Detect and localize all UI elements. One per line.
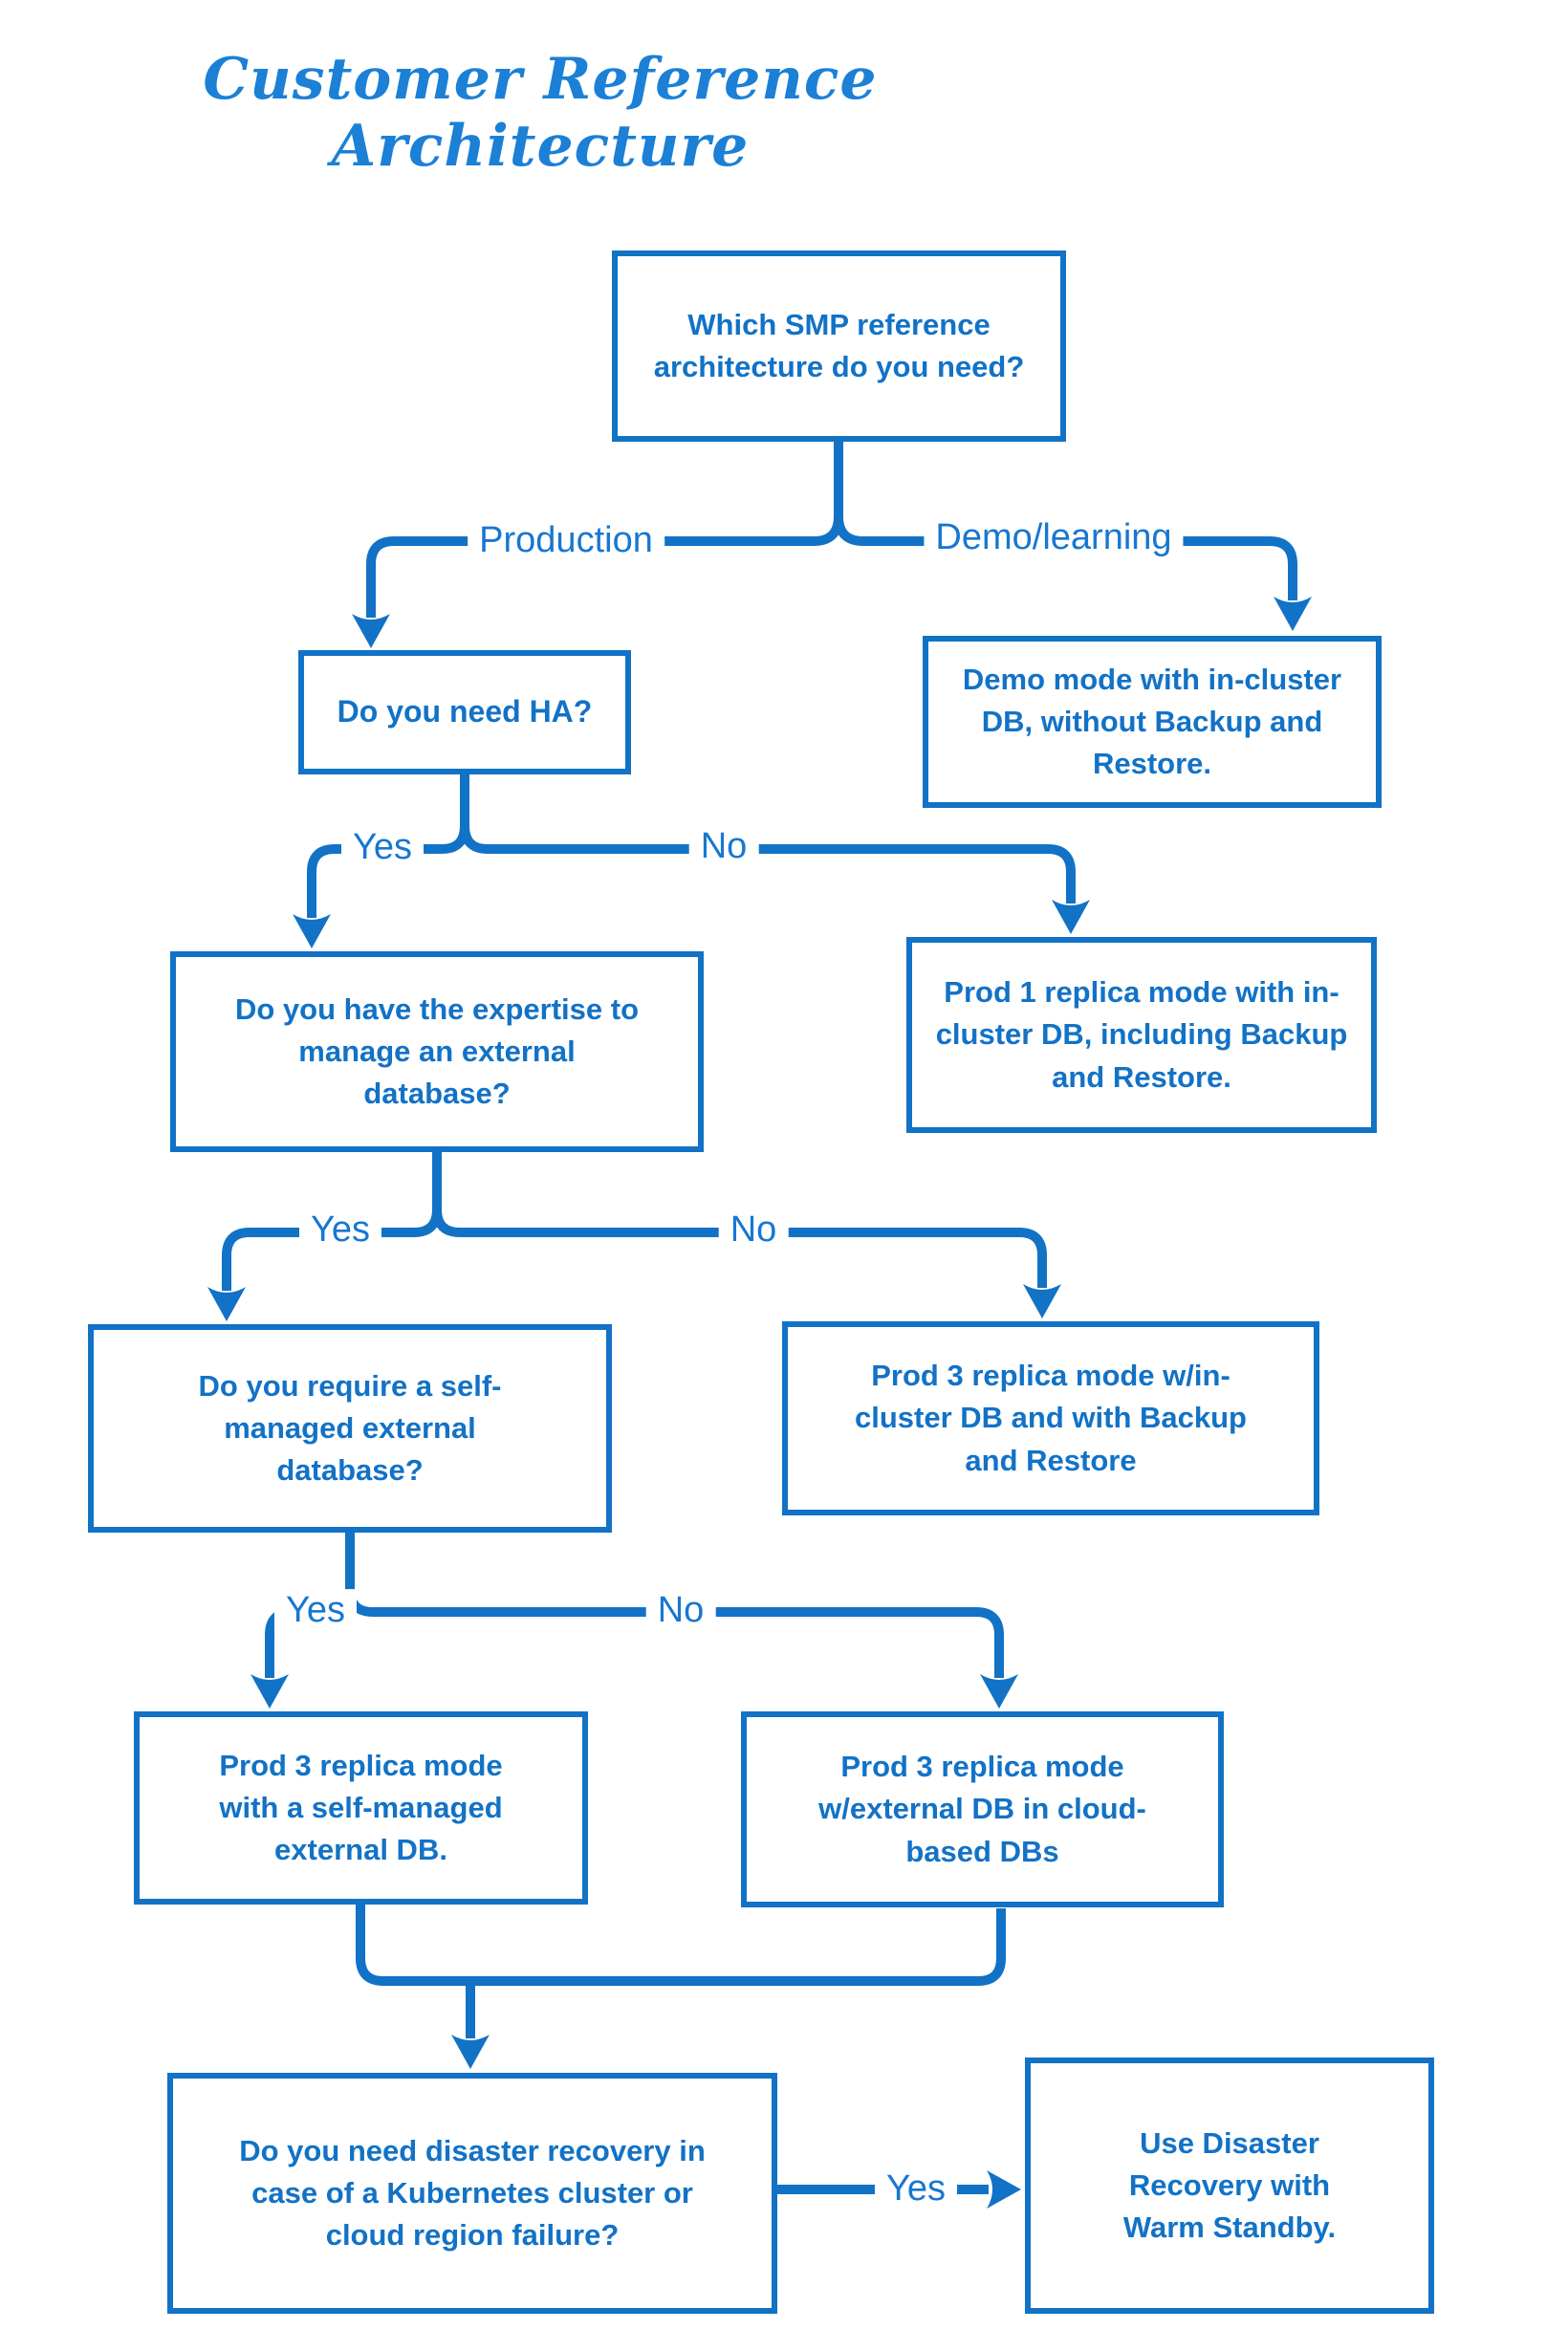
node-text: Use Disaster Recovery with Warm Standby.: [1122, 2125, 1337, 2244]
edge-expertise-no: [432, 1209, 1047, 1288]
node-text: Prod 3 replica mode w/in-cluster DB and …: [855, 1359, 1247, 1477]
node-text: Do you need HA?: [337, 694, 593, 729]
node-text: Demo mode with in-cluster DB, without Ba…: [962, 662, 1342, 780]
node-question-db-expertise: Do you have the expertise to manage an e…: [170, 951, 704, 1152]
edge-label-self-managed-yes: Yes: [274, 1589, 357, 1633]
edge-ha-no: [460, 825, 1076, 904]
arrow-down-icon: [352, 614, 390, 648]
edge-merge: [356, 1905, 1006, 1986]
node-outcome-demo-mode: Demo mode with in-cluster DB, without Ba…: [923, 636, 1382, 808]
node-text: Prod 3 replica mode with a self-managed …: [219, 1748, 503, 1866]
arrow-right-icon: [987, 2170, 1021, 2209]
arrow-down-icon: [980, 1674, 1018, 1709]
arrow-down-icon: [1023, 1284, 1061, 1318]
node-question-smp-architecture: Which SMP reference architecture do you …: [612, 250, 1066, 442]
node-text: Do you require a self-managed external d…: [198, 1368, 502, 1487]
node-question-self-managed-db: Do you require a self-managed external d…: [88, 1324, 612, 1533]
arrow-down-icon: [1052, 900, 1090, 934]
node-outcome-dr-warm-standby: Use Disaster Recovery with Warm Standby.: [1025, 2058, 1434, 2314]
node-outcome-prod3-self-managed: Prod 3 replica mode with a self-managed …: [134, 1711, 588, 1905]
node-text: Prod 3 replica mode w/external DB in clo…: [818, 1750, 1146, 1868]
arrow-down-icon: [207, 1287, 246, 1321]
edge-label-self-managed-no: No: [645, 1589, 716, 1633]
node-text: Do you have the expertise to manage an e…: [234, 991, 640, 1110]
edge-label-production: Production: [468, 519, 664, 563]
edge-label-dr-yes: Yes: [875, 2167, 957, 2211]
node-question-disaster-recovery: Do you need disaster recovery in case of…: [167, 2073, 777, 2314]
edge-label-expertise-no: No: [718, 1209, 789, 1252]
arrow-down-icon: [451, 2035, 490, 2069]
edge-label-ha-yes: Yes: [341, 826, 424, 870]
node-text: Prod 1 replica mode with in-cluster DB, …: [935, 975, 1348, 1094]
edge-label-ha-no: No: [688, 825, 759, 869]
edge-label-expertise-yes: Yes: [299, 1209, 381, 1252]
node-text: Do you need disaster recovery in case of…: [239, 2133, 706, 2252]
arrow-down-icon: [1274, 597, 1312, 631]
node-question-need-ha: Do you need HA?: [298, 650, 631, 774]
node-outcome-prod1-incluster: Prod 1 replica mode with in-cluster DB, …: [906, 937, 1377, 1133]
node-outcome-prod3-cloud-db: Prod 3 replica mode w/external DB in clo…: [741, 1711, 1224, 1907]
arrow-down-icon: [250, 1674, 289, 1709]
arrow-down-icon: [293, 914, 331, 948]
edge-root-demo: [834, 515, 1297, 600]
page-title: Customer Reference Architecture: [203, 46, 878, 180]
node-outcome-prod3-incluster: Prod 3 replica mode w/in-cluster DB and …: [782, 1321, 1319, 1515]
edge-label-demo-learning: Demo/learning: [924, 516, 1184, 560]
node-text: Which SMP reference architecture do you …: [653, 307, 1025, 383]
